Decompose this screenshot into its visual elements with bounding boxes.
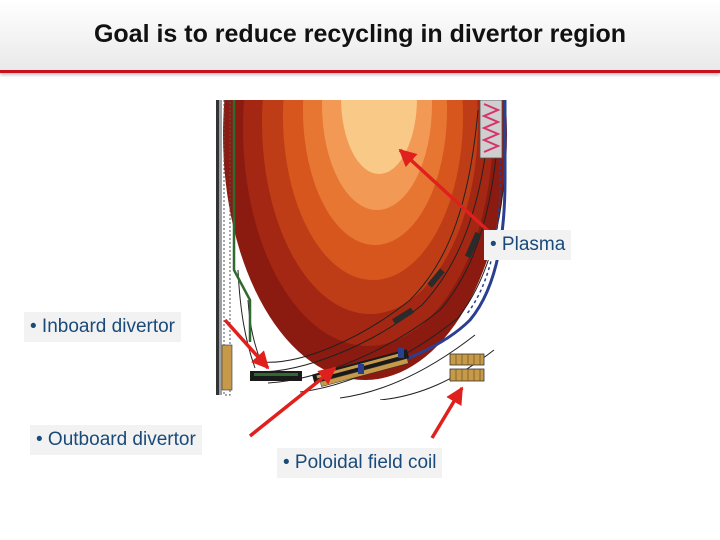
outboard-divertor-arrow [248, 366, 337, 438]
inboard-divertor-arrow [223, 318, 270, 370]
poloidal-field-coil-label: • Poloidal field coil [277, 448, 443, 478]
pump-ducts [358, 348, 404, 374]
outer-baffles [392, 231, 482, 325]
poloidal-field-coil [449, 353, 485, 382]
pf-coil-arrow [430, 386, 464, 439]
plasma-label: • Plasma [484, 230, 572, 260]
tokamak-cross-section [216, 100, 507, 400]
slide-title: Goal is to reduce recycling in divertor … [93, 20, 627, 48]
center-column [216, 100, 252, 396]
outboard-divertor-label: • Outboard divertor [30, 425, 202, 455]
inboard-divertor-label: • Inboard divertor [24, 312, 182, 342]
inboard-divertor-plate [250, 371, 302, 381]
plasma-contours [223, 100, 507, 380]
plasma-arrow [398, 148, 498, 240]
title-bar: Goal is to reduce recycling in divertor … [0, 0, 720, 73]
